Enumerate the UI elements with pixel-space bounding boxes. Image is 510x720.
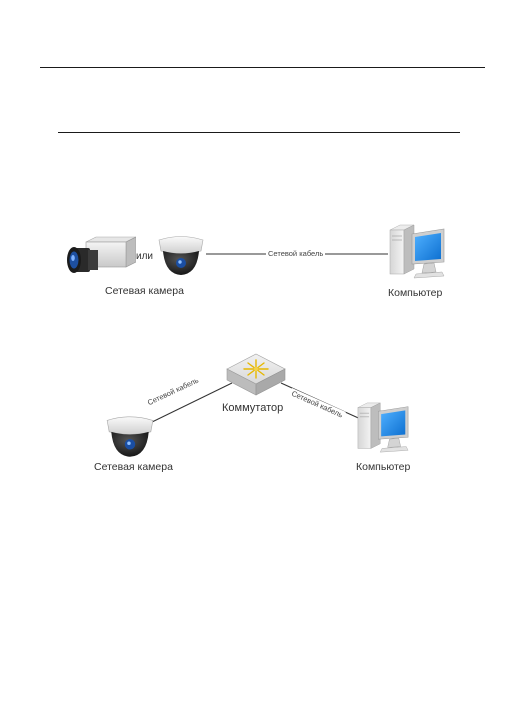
section-rule: [58, 132, 460, 133]
switch-label: Коммутатор: [222, 402, 284, 414]
top-rule: [40, 67, 485, 68]
cable-line-camera-switch: [149, 382, 233, 424]
computer-icon-2: [357, 402, 409, 453]
computer-label-1: Компьютер: [388, 287, 443, 299]
cable-label-1: Сетевой кабель: [266, 249, 326, 258]
dome-camera-icon-2: [106, 416, 154, 457]
camera-label-1: Сетевая камера: [105, 285, 184, 297]
switch-icon: [226, 353, 286, 396]
box-camera-icon: [67, 236, 136, 273]
computer-icon: [389, 224, 445, 279]
camera-label-2: Сетевая камера: [94, 461, 173, 473]
dome-camera-icon: [158, 236, 204, 275]
or-label: или: [136, 251, 154, 262]
computer-label-2: Компьютер: [356, 461, 411, 473]
